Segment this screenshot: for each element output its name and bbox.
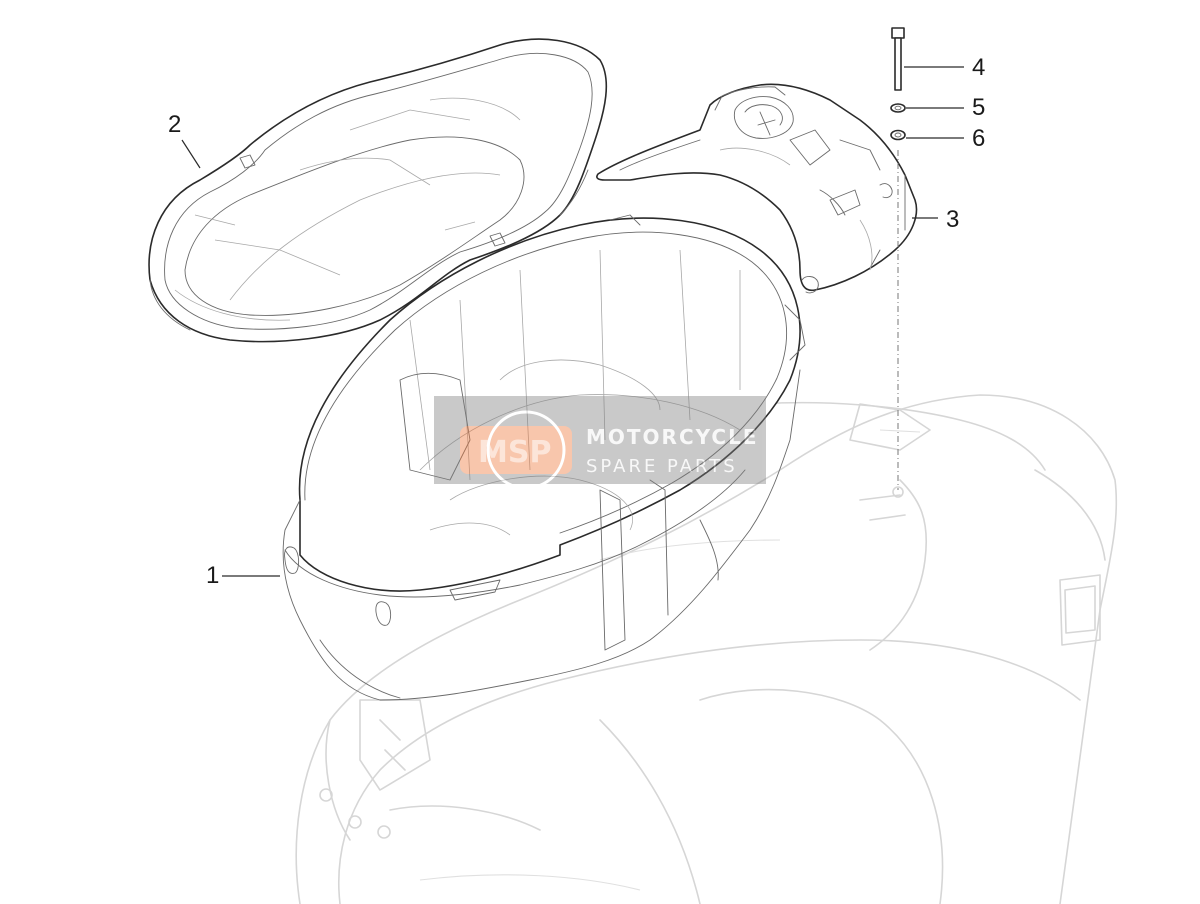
part-4-bolt xyxy=(891,27,905,91)
watermark-globe-icon xyxy=(486,410,566,490)
watermark-logo-badge xyxy=(460,426,572,474)
callout-4-label: 4 xyxy=(972,54,985,81)
watermark-line2: SPARE PARTS xyxy=(586,456,738,477)
part-1-helmet-compartment xyxy=(282,214,806,701)
callout-6: 6 xyxy=(906,125,985,152)
callout-6-label: 6 xyxy=(972,125,985,152)
callout-2: 2 xyxy=(168,111,201,169)
callout-5-label: 5 xyxy=(972,94,985,121)
callout-1: 1 xyxy=(206,562,280,589)
part-6-washer xyxy=(890,129,906,141)
callout-2-leader xyxy=(181,139,201,169)
callout-4: 4 xyxy=(904,54,985,81)
part-2-seat-liner xyxy=(148,38,608,343)
watermark-logo: MSP xyxy=(478,435,551,470)
callout-1-label: 1 xyxy=(206,562,219,589)
part-3-bracket xyxy=(596,83,918,294)
scooter-body-ghost xyxy=(295,394,1118,904)
callout-2-label: 2 xyxy=(168,111,181,138)
callout-3-label: 3 xyxy=(946,206,959,233)
watermark-line1: MOTORCYCLE xyxy=(586,425,758,449)
callout-5: 5 xyxy=(906,94,985,121)
callout-3: 3 xyxy=(912,206,959,233)
part-5-washer xyxy=(890,103,906,113)
watermark: MSP MOTORCYCLE SPARE PARTS xyxy=(434,396,766,490)
watermark-box xyxy=(434,396,766,484)
